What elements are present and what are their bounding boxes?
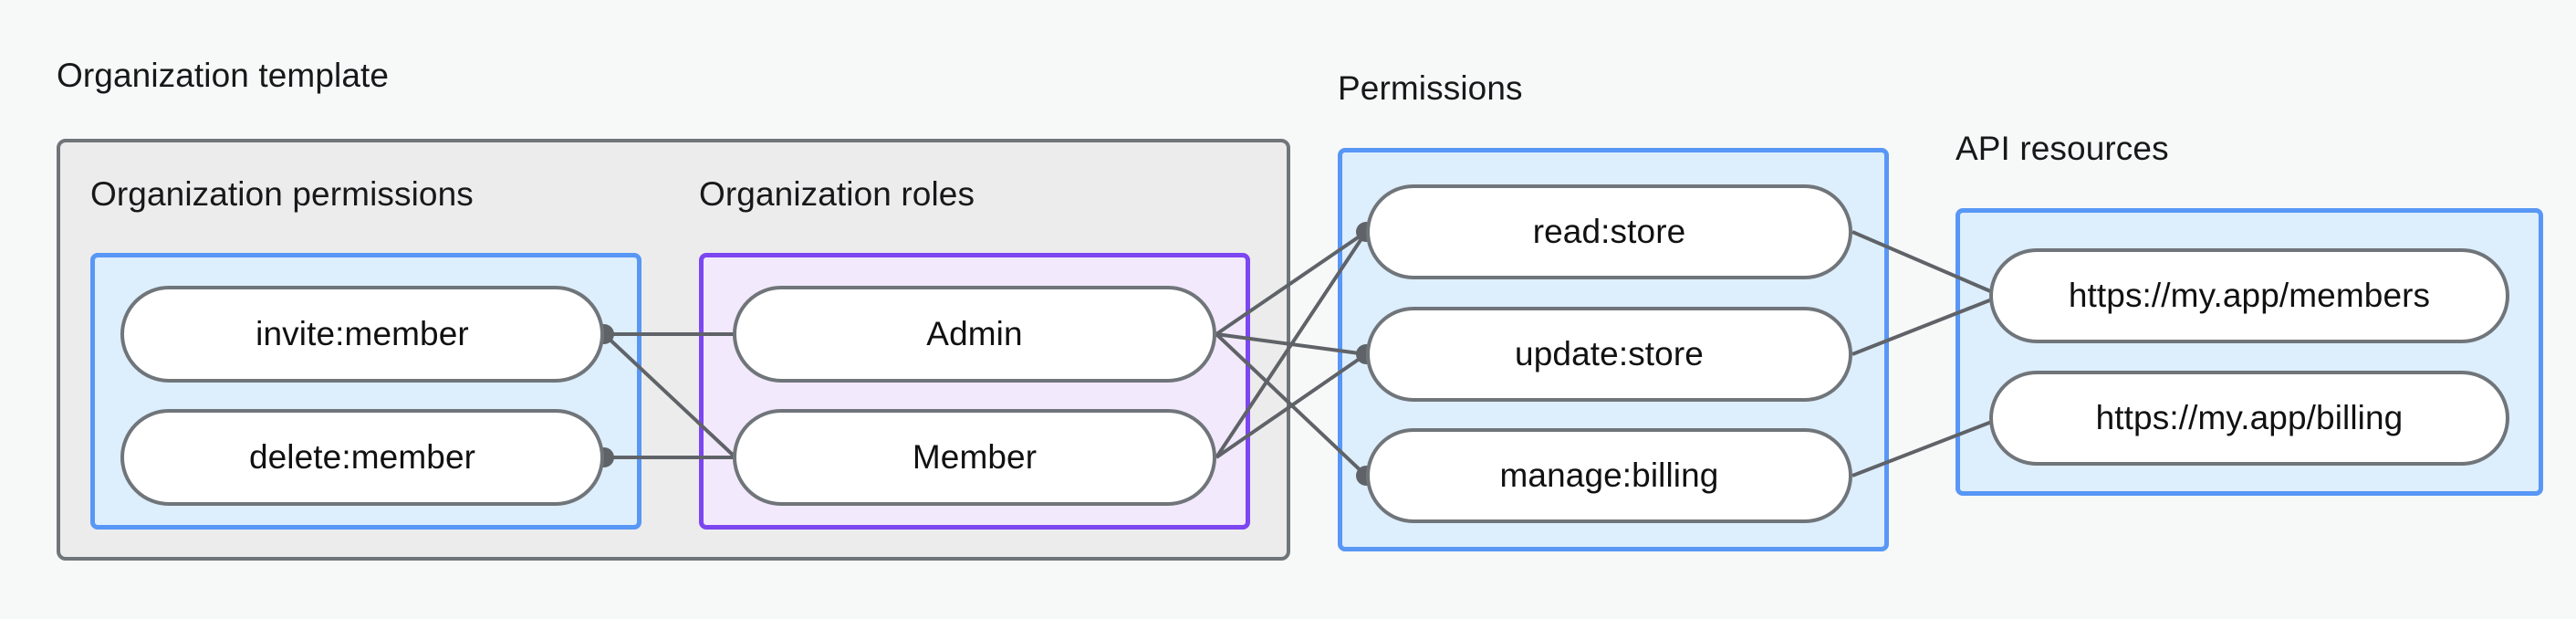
organization-permissions-title: Organization permissions	[90, 175, 474, 213]
organization-template-title: Organization template	[57, 57, 390, 94]
node-members-url[interactable]: https://my.app/members	[1989, 248, 2509, 343]
node-invite-member-label: invite:member	[256, 315, 469, 352]
node-delete-member[interactable]: delete:member	[120, 409, 604, 506]
node-manage-billing-label: manage:billing	[1499, 456, 1719, 494]
node-member-label: Member	[912, 438, 1038, 476]
node-admin-label: Admin	[926, 315, 1023, 352]
api-resources-title: API resources	[1955, 130, 2169, 167]
node-delete-member-label: delete:member	[248, 438, 476, 476]
node-admin[interactable]: Admin	[733, 286, 1216, 383]
node-members-url-label: https://my.app/members	[2068, 277, 2431, 314]
node-update-store-label: update:store	[1515, 335, 1704, 372]
node-member[interactable]: Member	[733, 409, 1216, 506]
node-read-store-label: read:store	[1532, 213, 1686, 250]
organization-roles-title: Organization roles	[699, 175, 975, 213]
node-manage-billing[interactable]: manage:billing	[1366, 428, 1852, 523]
permissions-title: Permissions	[1338, 69, 1523, 107]
node-read-store[interactable]: read:store	[1366, 184, 1852, 279]
node-update-store[interactable]: update:store	[1366, 307, 1852, 402]
node-billing-url[interactable]: https://my.app/billing	[1989, 371, 2509, 466]
node-invite-member[interactable]: invite:member	[120, 286, 604, 383]
node-billing-url-label: https://my.app/billing	[2095, 399, 2404, 436]
